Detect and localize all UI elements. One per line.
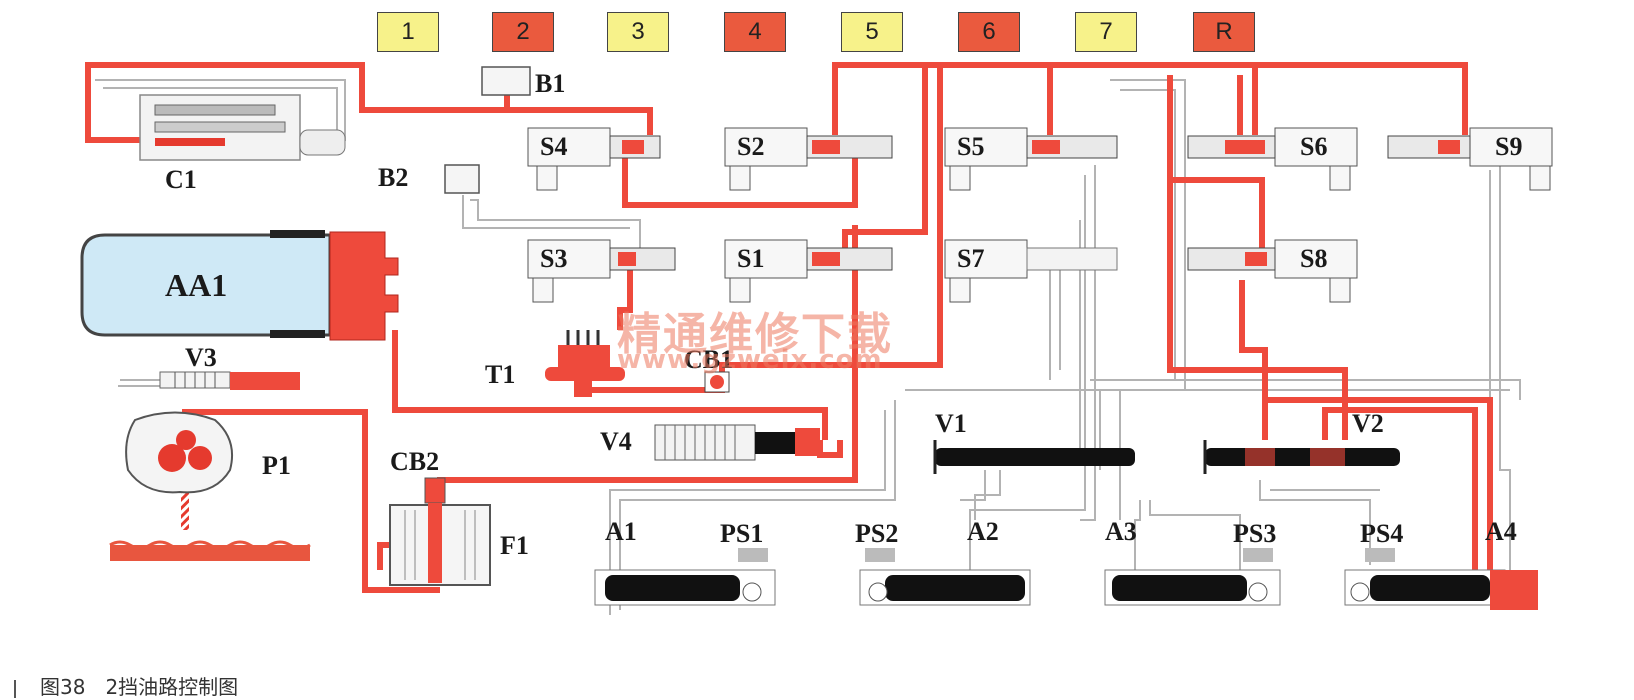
watermark-url: www.gzweix.com [617,345,883,375]
solenoid-s6 [1187,127,1358,191]
a2-actuator [859,548,1031,606]
solenoid-s1 [724,239,893,303]
label-v4: V4 [600,427,632,456]
label-s7: S7 [957,244,984,273]
gear-box-3: 3 [607,12,669,52]
v4-regulator [654,424,820,461]
a3-actuator [1104,548,1281,606]
label-s9: S9 [1495,132,1522,161]
aa1-accumulator [80,230,399,341]
a4-actuator [1344,548,1538,610]
cb1-check-ball [704,371,730,393]
solenoid-s7 [944,239,1118,303]
solenoid-s3 [527,239,676,303]
solenoid-s5 [944,127,1118,191]
caption-bar [14,679,16,698]
label-ps1: PS1 [720,519,763,548]
a1-actuator [594,548,776,606]
label-f1: F1 [500,531,529,560]
label-v3: V3 [185,343,217,372]
label-cb1: CB1 [684,345,733,374]
label-t1: T1 [485,360,515,389]
v1-shift-valve [933,440,1135,474]
t1-sensor [545,330,625,397]
figure-caption: 图38 2挡油路控制图 [14,671,238,700]
c1-unit [139,94,346,161]
watermark-cn: 精通维修下载 [617,309,893,360]
label-c1: C1 [165,165,197,194]
label-s5: S5 [957,132,984,161]
oil-reservoir [109,540,311,561]
caption-text: 图38 2挡油路控制图 [40,675,239,699]
label-ps4: PS4 [1360,519,1403,548]
return-lines [95,79,1521,615]
f1-filter [389,477,491,586]
label-p1: P1 [262,451,291,480]
label-v2: V2 [1352,409,1384,438]
v2-shift-valve [1203,440,1400,474]
label-ps3: PS3 [1233,519,1276,548]
label-s2: S2 [737,132,764,161]
gear-box-5: 5 [841,12,903,52]
gear-box-r: R [1193,12,1255,52]
gear-box-6: 6 [958,12,1020,52]
label-a1: A1 [605,517,637,546]
solenoid-s8 [1187,239,1358,303]
label-s3: S3 [540,244,567,273]
label-a3: A3 [1105,517,1137,546]
label-s1: S1 [737,244,764,273]
b1-sensor [481,66,531,96]
label-a2: A2 [967,517,999,546]
gear-box-1: 1 [377,12,439,52]
gear-box-4: 4 [724,12,786,52]
p1-pump [125,411,234,494]
label-ps2: PS2 [855,519,898,548]
label-aa1: AA1 [165,267,227,303]
label-a4: A4 [1485,517,1517,546]
solenoid-s9 [1387,127,1553,191]
label-v1: V1 [935,409,967,438]
b2-sensor [444,164,480,194]
label-b2: B2 [378,163,408,192]
label-cb2: CB2 [390,447,439,476]
v3-valve [159,371,300,390]
label-s4: S4 [540,132,567,161]
solenoid-s2 [724,127,893,191]
gear-box-7: 7 [1075,12,1137,52]
label-s8: S8 [1300,244,1327,273]
solenoid-s4 [527,127,661,191]
label-b1: B1 [535,69,565,98]
gear-box-2: 2 [492,12,554,52]
label-s6: S6 [1300,132,1327,161]
